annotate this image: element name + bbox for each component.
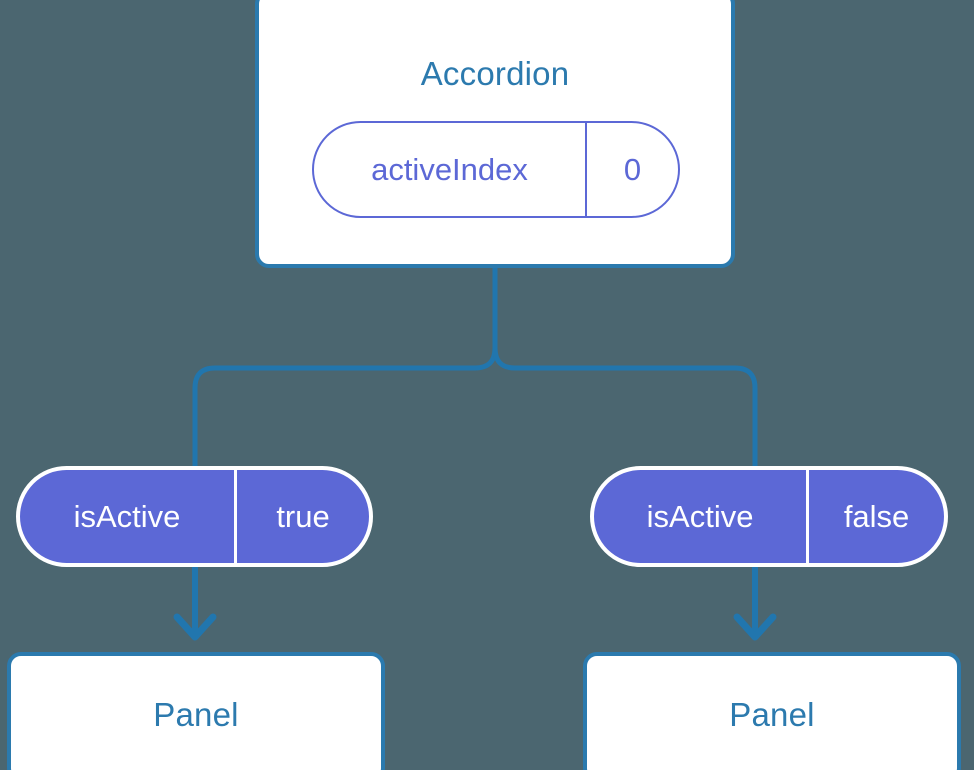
prop-pill-key: isActive <box>646 499 754 534</box>
component-card-panel-right[interactable]: Panel <box>583 652 961 770</box>
component-card-title: Panel <box>153 696 239 733</box>
prop-pill-value: 0 <box>585 123 678 216</box>
prop-pill-active-index[interactable]: activeIndex 0 <box>312 121 680 218</box>
prop-pill-is-active-left[interactable]: isActive true <box>16 466 373 567</box>
prop-pill-key: isActive <box>73 499 181 534</box>
component-card-panel-left[interactable]: Panel <box>7 652 385 770</box>
component-card-title: Panel <box>729 696 815 733</box>
prop-pill-value: true <box>234 470 369 563</box>
prop-pill-is-active-right[interactable]: isActive false <box>590 466 948 567</box>
prop-pill-value: false <box>806 470 944 563</box>
arrow-right-head-icon <box>733 613 777 641</box>
prop-pill-key: activeIndex <box>371 152 528 187</box>
arrow-left-head-icon <box>173 613 217 641</box>
component-card-title: Accordion <box>420 55 570 92</box>
